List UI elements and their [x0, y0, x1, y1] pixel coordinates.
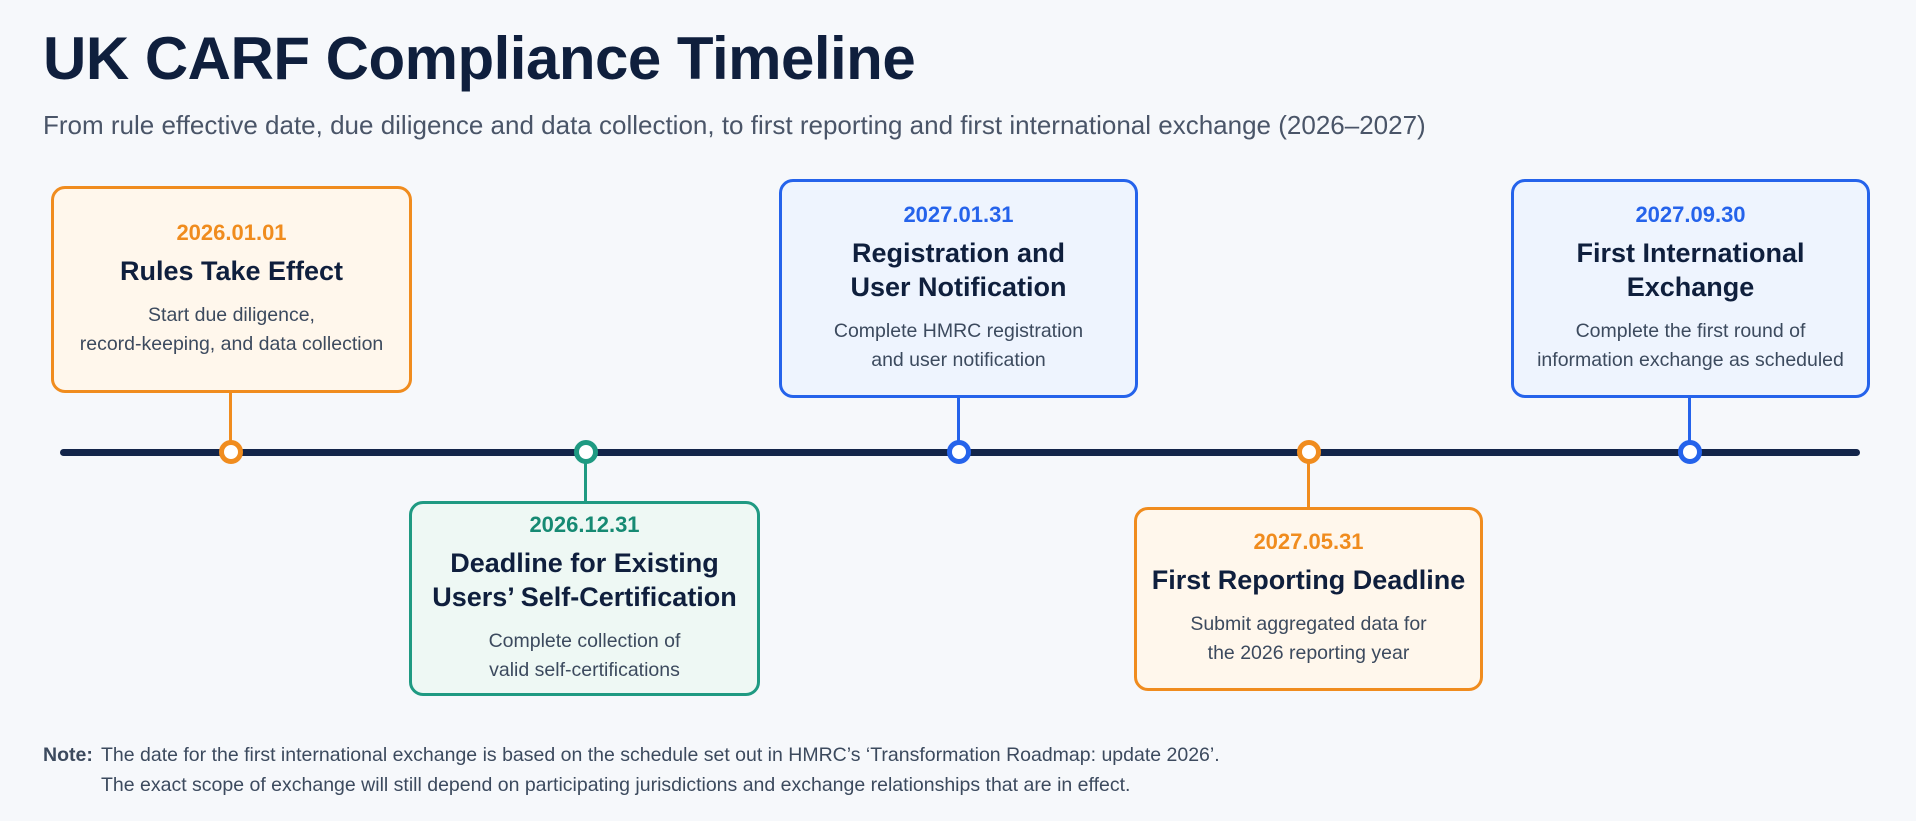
- milestone-card-2: 2026.12.31 Deadline for Existing Users’ …: [409, 501, 760, 696]
- page-subtitle: From rule effective date, due diligence …: [43, 110, 1426, 140]
- milestone-node-1: [219, 440, 243, 464]
- note-label: Note:: [43, 744, 93, 766]
- milestone-date: 2026.12.31: [529, 511, 640, 537]
- milestone-heading: Registration and User Notification: [850, 237, 1067, 303]
- connector-1: [229, 392, 232, 445]
- milestone-card-4: 2027.05.31 First Reporting Deadline Subm…: [1134, 507, 1483, 691]
- note-line-2: The exact scope of exchange will still d…: [101, 774, 1131, 797]
- milestone-heading: First International Exchange: [1576, 237, 1805, 303]
- milestone-date: 2027.01.31: [903, 201, 1014, 227]
- milestone-description: Start due diligence, record-keeping, and…: [79, 303, 384, 355]
- milestone-card-1: 2026.01.01 Rules Take Effect Start due d…: [51, 186, 412, 393]
- milestone-node-2: [574, 440, 598, 464]
- milestone-description: Complete the first round of information …: [1537, 319, 1844, 372]
- milestone-description: Complete HMRC registration and user noti…: [833, 319, 1084, 372]
- connector-5: [1688, 397, 1691, 443]
- note-line-1: The date for the first international exc…: [101, 744, 1220, 766]
- milestone-node-4: [1297, 440, 1321, 464]
- milestone-date: 2027.09.30: [1635, 201, 1746, 227]
- milestone-heading: Rules Take Effect: [119, 255, 344, 286]
- milestone-node-5: [1678, 440, 1702, 464]
- milestone-heading: Deadline for Existing Users’ Self-Certif…: [432, 547, 737, 613]
- milestone-description: Submit aggregated data for the 2026 repo…: [1190, 613, 1427, 665]
- milestone-description: Complete collection of valid self-certif…: [488, 629, 681, 682]
- connector-4: [1307, 463, 1310, 507]
- milestone-heading: First Reporting Deadline: [1151, 565, 1466, 596]
- connector-3: [957, 397, 960, 443]
- milestone-card-3: 2027.01.31 Registration and User Notific…: [779, 179, 1138, 398]
- footnote: Note: The date for the first internationa…: [43, 740, 1220, 800]
- milestone-node-3: [947, 440, 971, 464]
- connector-2: [584, 463, 587, 502]
- milestone-date: 2026.01.01: [176, 219, 287, 245]
- milestone-card-5: 2027.09.30 First International Exchange …: [1511, 179, 1870, 398]
- page-title: UK CARF Compliance Timeline: [43, 25, 916, 92]
- milestone-date: 2027.05.31: [1253, 529, 1364, 555]
